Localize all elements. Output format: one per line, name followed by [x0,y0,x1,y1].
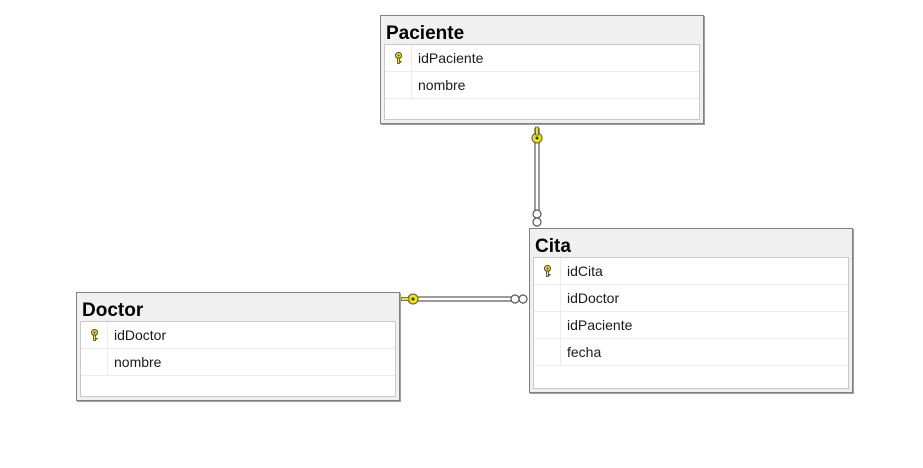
column-row-nombre[interactable]: nombre [81,349,395,376]
relationship-doctor-cita[interactable] [400,293,528,305]
column-row-idpaciente[interactable]: idPaciente [534,312,848,339]
table-doctor[interactable]: Doctor idDoctor nombre [76,292,400,401]
table-title: Cita [535,236,571,257]
relationship-many-infinity-icon [510,294,528,304]
column-name: fecha [567,344,602,360]
relationship-paciente-cita[interactable] [531,126,543,227]
column-row-idpaciente[interactable]: idPaciente [385,45,699,72]
table-paciente[interactable]: Paciente idPaciente nombre [380,15,704,124]
table-cita[interactable]: Cita idCita idDoctor idPaciente fe [529,228,853,393]
column-name: idDoctor [567,290,620,306]
column-name: idDoctor [114,327,167,343]
column-row-idcita[interactable]: idCita [534,258,848,285]
primary-key-icon [90,329,99,341]
column-row-nombre[interactable]: nombre [385,72,699,99]
column-name: nombre [114,354,162,370]
table-title: Doctor [82,300,144,321]
column-name: nombre [418,77,466,93]
primary-key-icon [394,52,403,64]
relationship-many-infinity-icon [532,209,542,227]
relationship-one-key-icon [531,126,543,144]
column-row-iddoctor[interactable]: idDoctor [81,322,395,349]
primary-key-icon [543,265,552,277]
relationship-one-key-icon [400,293,419,305]
column-row-iddoctor[interactable]: idDoctor [534,285,848,312]
column-name: idPaciente [567,317,633,333]
table-title: Paciente [386,23,465,44]
column-row-fecha[interactable]: fecha [534,339,848,366]
column-list: idCita idDoctor idPaciente fecha [533,257,849,389]
column-name: idCita [567,263,603,279]
column-list: idPaciente nombre [384,44,700,120]
column-name: idPaciente [418,50,484,66]
column-list: idDoctor nombre [80,321,396,397]
